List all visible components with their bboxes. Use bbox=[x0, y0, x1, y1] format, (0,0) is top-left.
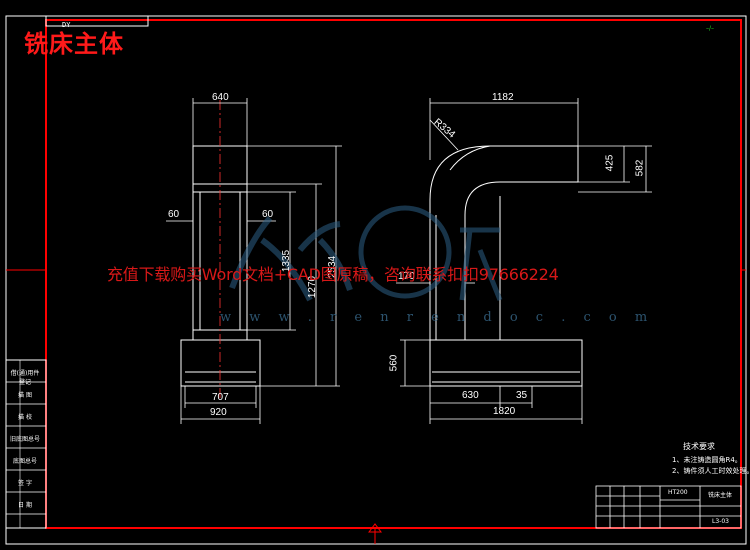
watermark-logo bbox=[229, 205, 503, 302]
side-label-0: 借(通)用件登记 bbox=[10, 370, 40, 386]
code-box bbox=[45, 15, 149, 27]
dim-base-920: 920 bbox=[210, 407, 227, 418]
front-dims bbox=[166, 98, 342, 424]
dim-425: 425 bbox=[604, 154, 616, 172]
tech-line-1: 1、未注铸造圆角R4。 bbox=[672, 456, 742, 464]
side-label-5: 签 字 bbox=[18, 480, 32, 487]
dim-left-60: 60 bbox=[168, 209, 180, 220]
dim-35: 35 bbox=[516, 390, 528, 401]
dim-1820: 1820 bbox=[493, 406, 516, 417]
dim-right-60: 60 bbox=[262, 209, 274, 220]
dim-side-1182: 1182 bbox=[492, 92, 514, 103]
dim-base-707: 707 bbox=[212, 392, 229, 403]
dim-630: 630 bbox=[462, 390, 479, 401]
side-label-6: 日 期 bbox=[18, 502, 32, 509]
sheet-outer-frame bbox=[5, 15, 747, 545]
dim-170: 170 bbox=[398, 271, 415, 282]
side-dims bbox=[396, 98, 652, 424]
side-label-2: 描 校 bbox=[18, 414, 32, 421]
watermark-text: 充值下载购买Word文档+CAD图原稿，咨询联系扣扣97666224 bbox=[107, 265, 559, 284]
side-info-column bbox=[5, 359, 47, 529]
tech-title: 技术要求 bbox=[683, 442, 715, 451]
tech-line-2: 2、铸件须人工时效处理。 bbox=[672, 467, 750, 475]
side-label-4: 底图总号 bbox=[12, 458, 37, 465]
dim-front-width: 640 bbox=[212, 92, 229, 103]
title-block bbox=[595, 485, 742, 529]
side-view bbox=[429, 145, 583, 387]
dim-582: 582 bbox=[634, 159, 646, 177]
sheet-red-frame bbox=[45, 19, 742, 529]
title-block-code: L3-03 bbox=[712, 518, 729, 525]
corner-note: –/– bbox=[706, 25, 715, 32]
side-base bbox=[429, 339, 583, 387]
title-block-name: 铣床主体 bbox=[708, 492, 733, 499]
center-mark-arrow bbox=[368, 523, 382, 533]
title-block-material: HT200 bbox=[668, 489, 688, 496]
side-label-3: 旧底图总号 bbox=[9, 436, 40, 443]
front-view bbox=[180, 100, 261, 400]
drawing-tag: DY bbox=[62, 21, 71, 29]
drawing-title: 铣床主体 bbox=[24, 30, 124, 58]
column-base bbox=[180, 339, 261, 387]
watermark-url: w w w . r e n r e n d o c . c o m bbox=[220, 310, 655, 325]
dim-560: 560 bbox=[388, 354, 400, 372]
side-label-1: 描 图 bbox=[18, 392, 32, 399]
